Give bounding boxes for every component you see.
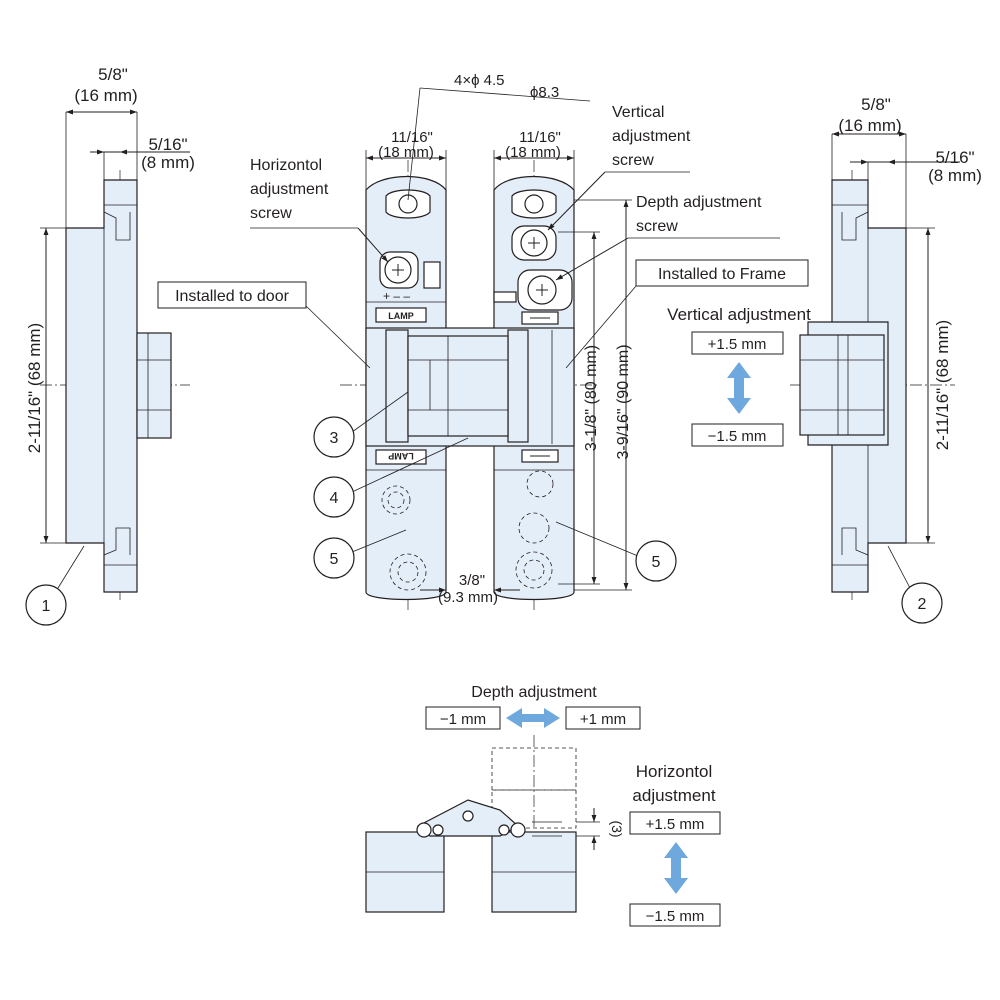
horizontal-minus-label: −1.5 mm bbox=[646, 908, 705, 925]
left-offset-frac: 5/16" bbox=[148, 135, 187, 154]
holes-label-b: ϕ8.3 bbox=[530, 84, 559, 101]
installed-frame-label: Installed to Frame bbox=[658, 266, 786, 283]
height-80-label: 3-1/8" (80 mm) bbox=[583, 345, 600, 451]
right-side-view: 5/8" (16 mm) 5/16" (8 mm) 2-11/16" (68 m… bbox=[667, 95, 982, 624]
bottom-top-view: Depth adjustment −1 mm +1 mm (3) Horizon… bbox=[365, 684, 721, 927]
height-90-label: 3-9/16" (90 mm) bbox=[615, 344, 632, 459]
callout-4: 4 bbox=[330, 490, 339, 507]
horizontal-plus-label: +1.5 mm bbox=[646, 816, 705, 833]
depth-screw-label-2: screw bbox=[636, 218, 678, 235]
right-width-frac: 5/8" bbox=[861, 95, 891, 114]
right-leaf-width-mm: (18 mm) bbox=[505, 144, 561, 161]
gap-frac: 3/8" bbox=[459, 572, 485, 589]
horizontal-screw-label-2: adjustment bbox=[250, 181, 329, 198]
left-leaf-width-frac: 11/16" bbox=[391, 129, 433, 146]
depth-arrow-icon bbox=[506, 708, 560, 728]
callout-2: 2 bbox=[918, 596, 927, 613]
vertical-screw-label-3: screw bbox=[612, 152, 654, 169]
vertical-adjustment-title: Vertical adjustment bbox=[667, 305, 811, 324]
holes-label-a: 4×ϕ 4.5 bbox=[454, 72, 505, 89]
left-height-dim: 2-11/16" (68 mm) bbox=[25, 323, 44, 453]
right-height-dim: 2-11/16" (68 mm) bbox=[933, 320, 952, 450]
depth-plus-label: +1 mm bbox=[580, 711, 626, 728]
callout-3: 3 bbox=[330, 430, 339, 447]
depth-minus-label: −1 mm bbox=[440, 711, 486, 728]
vertical-arrow-icon bbox=[727, 362, 751, 414]
brand-mark-top: LAMP bbox=[388, 311, 414, 321]
horizontal-arrow-icon bbox=[664, 842, 688, 894]
callout-5-left: 5 bbox=[330, 551, 339, 568]
gap-mm: (9.3 mm) bbox=[438, 589, 498, 606]
left-width-mm: (16 mm) bbox=[74, 86, 137, 105]
right-leaf-width-frac: 11/16" bbox=[519, 129, 561, 146]
right-width-mm: (16 mm) bbox=[838, 116, 901, 135]
horizontal-title-2: adjustment bbox=[632, 786, 715, 805]
center-front-view: LAMP LAMP + – – bbox=[157, 72, 809, 610]
horizontal-title-1: Horizontol bbox=[636, 762, 713, 781]
callout-1: 1 bbox=[42, 598, 51, 615]
right-offset-mm: (8 mm) bbox=[928, 166, 982, 185]
left-offset-mm: (8 mm) bbox=[141, 153, 195, 172]
vertical-plus-label: +1.5 mm bbox=[708, 336, 767, 353]
installed-door-label: Installed to door bbox=[175, 288, 290, 305]
left-width-frac: 5/8" bbox=[98, 65, 128, 84]
left-leaf-width-mm: (18 mm) bbox=[378, 144, 434, 161]
offset-3-label: (3) bbox=[609, 820, 625, 837]
horizontal-screw-label-1: Horizontol bbox=[250, 157, 322, 174]
brand-mark-bottom: LAMP bbox=[388, 451, 414, 461]
vertical-screw-label-2: adjustment bbox=[612, 128, 691, 145]
horizontal-screw-marks: + – – bbox=[383, 289, 410, 303]
depth-adjustment-title: Depth adjustment bbox=[471, 684, 597, 701]
depth-screw-label-1: Depth adjustment bbox=[636, 194, 762, 211]
horizontal-screw-label-3: screw bbox=[250, 205, 292, 222]
callout-5-right: 5 bbox=[652, 554, 661, 571]
vertical-screw-label-1: Vertical bbox=[612, 104, 664, 121]
right-offset-frac: 5/16" bbox=[935, 148, 974, 167]
vertical-minus-label: −1.5 mm bbox=[708, 428, 767, 445]
left-side-view: 5/8" (16 mm) 5/16" (8 mm) 2-11/16" (68 m… bbox=[25, 65, 195, 626]
